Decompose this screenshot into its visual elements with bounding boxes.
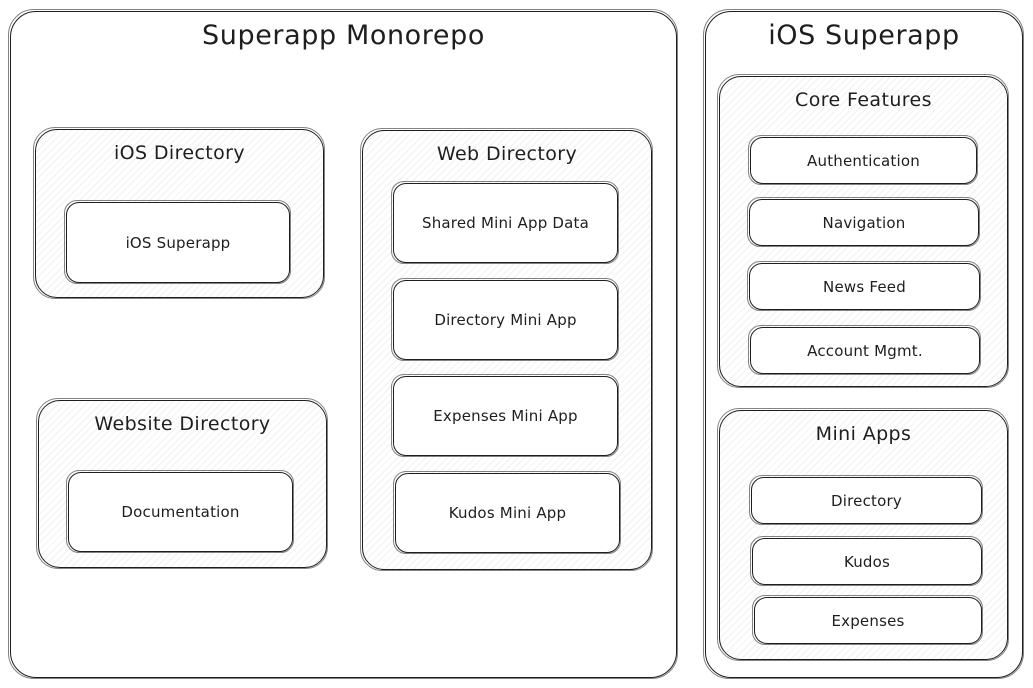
documentation-node: Documentation — [66, 470, 294, 553]
website-directory-title: Website Directory — [94, 413, 271, 435]
directory-node: Directory — [749, 475, 983, 525]
directory-mini-app-node: Directory Mini App — [391, 278, 619, 361]
kudos-node: Kudos — [750, 536, 983, 586]
ios-superapp-node: iOS Superapp — [64, 200, 291, 284]
ios-superapp-title: iOS Superapp — [768, 20, 960, 51]
mini-apps-title: Mini Apps — [815, 423, 912, 445]
core-features-title: Core Features — [795, 89, 932, 111]
ios-directory-title: iOS Directory — [113, 142, 246, 164]
kudos-mini-app-node: Kudos Mini App — [393, 471, 621, 554]
account-mgmt-node: Account Mgmt. — [748, 325, 981, 375]
expenses-node: Expenses — [752, 595, 983, 645]
news-feed-node: News Feed — [747, 261, 981, 311]
web-directory-title: Web Directory — [436, 143, 578, 165]
superapp-monorepo-title: Superapp Monorepo — [202, 20, 485, 51]
expenses-mini-app-node: Expenses Mini App — [391, 374, 619, 457]
shared-mini-app-data-node: Shared Mini App Data — [391, 181, 619, 264]
navigation-node: Navigation — [747, 197, 980, 247]
authentication-node: Authentication — [748, 135, 978, 185]
